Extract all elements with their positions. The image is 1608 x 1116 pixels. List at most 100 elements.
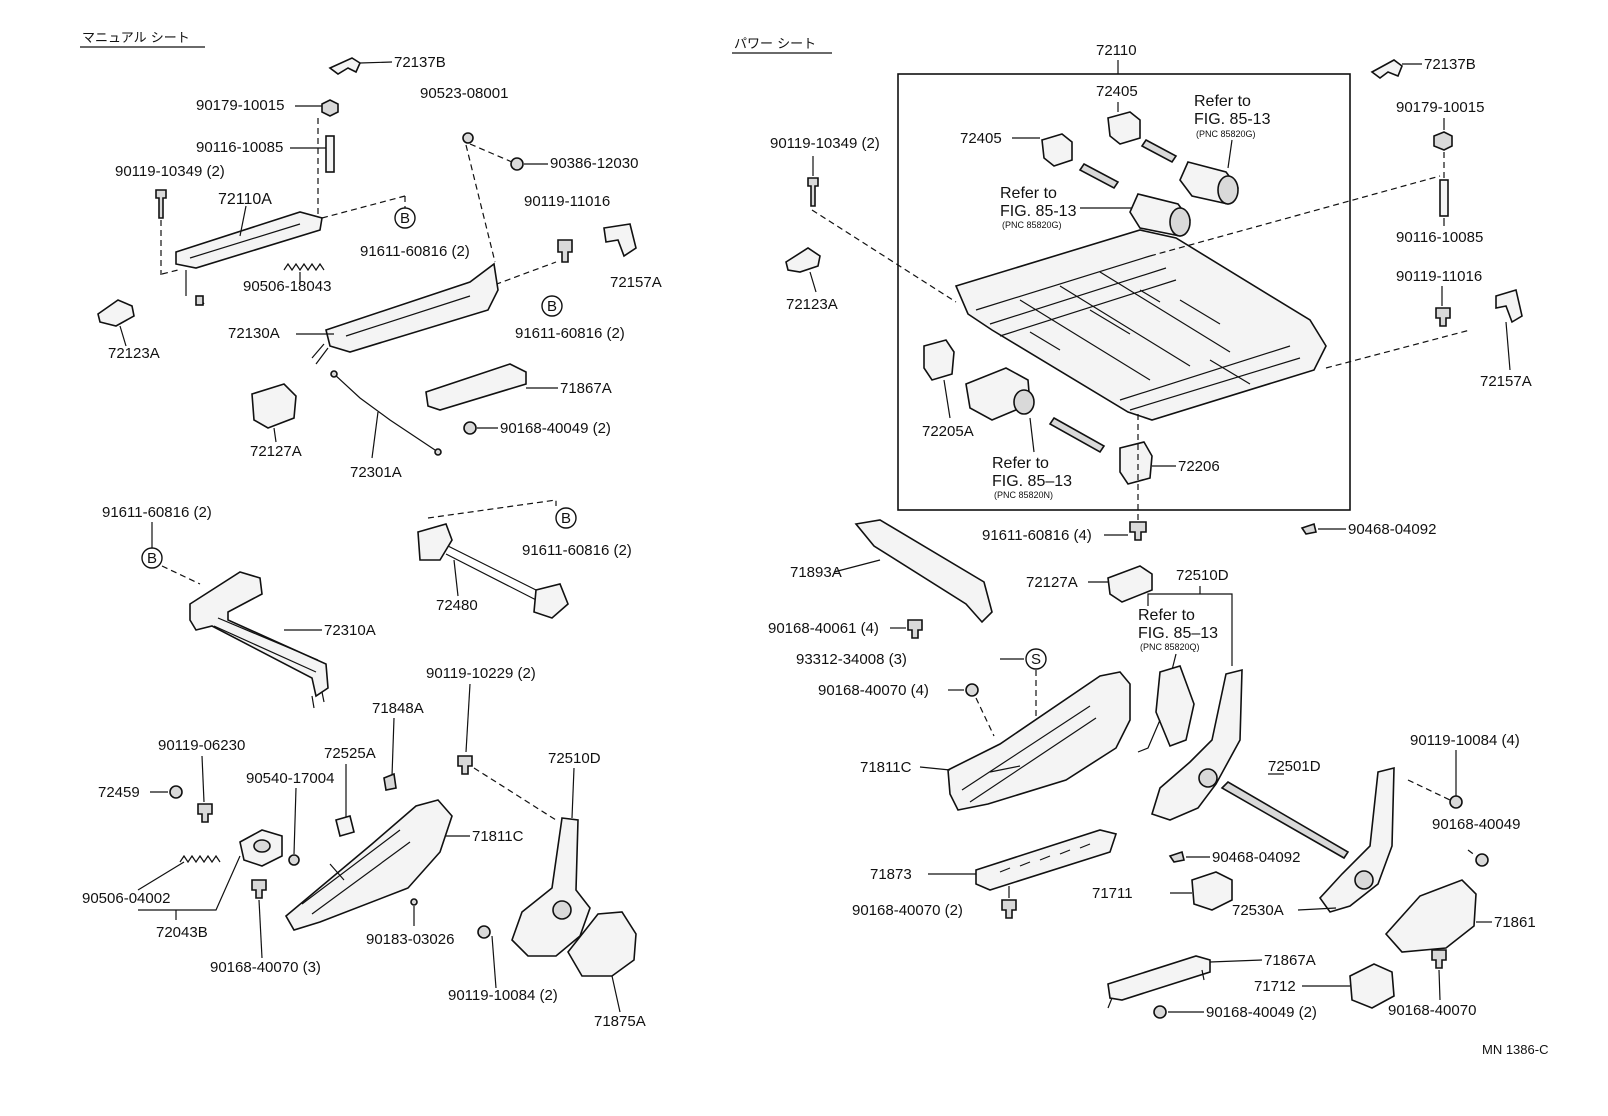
label-90506-04002: 90506-04002 bbox=[82, 890, 170, 907]
screw-90168-40070-c bbox=[1431, 949, 1447, 969]
cable-72301a bbox=[333, 373, 439, 453]
label-90386-12030: 90386-12030 bbox=[550, 155, 638, 172]
leader-90119-10084-manual bbox=[491, 935, 497, 989]
label-71811c-power: 71811C bbox=[860, 759, 912, 776]
ref-low-line1: Refer to bbox=[992, 455, 1049, 472]
label-90468-04092-a: 90468-04092 bbox=[1348, 521, 1436, 538]
label-72127a-power: 72127A bbox=[1026, 574, 1078, 591]
cover-71867a-power-legs bbox=[1107, 969, 1205, 1009]
label-71893a: 71893A bbox=[790, 564, 842, 581]
manual-seat-header: マニュアル シート bbox=[82, 31, 190, 46]
adjuster-72110a-stop bbox=[195, 295, 204, 306]
nut-90386-12030 bbox=[510, 157, 524, 171]
ref-low-pnc: (PNC 85820N) bbox=[994, 490, 1053, 500]
label-72510d-power: 72510D bbox=[1176, 567, 1229, 584]
block-72205a bbox=[923, 339, 955, 381]
marker-b-2-text: B bbox=[547, 298, 557, 315]
seat-track-72130a bbox=[325, 262, 499, 353]
dashed-guide-72110a-right bbox=[321, 195, 406, 219]
bolt-90119-11016-power bbox=[1435, 307, 1451, 327]
leader-90119-06230 bbox=[201, 755, 205, 803]
leader-71893a bbox=[833, 559, 881, 573]
spring-90506-18043 bbox=[283, 262, 325, 272]
leader-72510d-power bbox=[1147, 586, 1233, 666]
clip-71848a bbox=[383, 772, 397, 791]
bracket-72157a-power bbox=[1495, 288, 1523, 324]
leader-ref-low bbox=[1029, 417, 1035, 453]
leader-ref-arm bbox=[1171, 653, 1177, 671]
leader-71867a-power bbox=[1209, 959, 1263, 963]
clip-90468-04092-a bbox=[1300, 522, 1317, 535]
bolt-90119-10229 bbox=[457, 755, 473, 775]
bolt-90119-06230 bbox=[197, 803, 213, 823]
label-90119-11016-manual: 90119-11016 bbox=[524, 193, 610, 210]
ref-low-line2: FIG. 85–13 bbox=[992, 473, 1072, 490]
dashed-guide-90168-40070-a bbox=[975, 697, 995, 737]
cover-71893a bbox=[854, 519, 993, 624]
leader-72301a bbox=[371, 411, 379, 459]
screw-90168-40049-b bbox=[1153, 1005, 1167, 1019]
label-72123a-manual: 72123A bbox=[108, 345, 160, 362]
label-71867a-manual: 71867A bbox=[560, 380, 612, 397]
leader-90119-10229 bbox=[465, 683, 471, 753]
motor-top-end bbox=[1217, 175, 1239, 205]
label-72501d: 72501D bbox=[1268, 758, 1321, 775]
dashed-guide-b3 bbox=[161, 565, 201, 585]
cover-71811c-manual bbox=[284, 799, 453, 931]
trim-71873-slots bbox=[999, 843, 1091, 873]
label-90179-10015-power: 90179-10015 bbox=[1396, 99, 1484, 116]
label-91611-60816-d: 91611-60816 (2) bbox=[522, 542, 632, 559]
knob-71712 bbox=[1349, 963, 1395, 1009]
leader-72205a bbox=[943, 379, 951, 419]
dashed-guide-90523 bbox=[469, 143, 513, 163]
clip-72137b-power bbox=[1370, 59, 1403, 79]
marker-b-4 bbox=[555, 507, 577, 529]
cover-71811c-power bbox=[947, 671, 1131, 811]
nut-90179-10015-power bbox=[1433, 131, 1453, 151]
dashed-guide-72480 bbox=[427, 499, 557, 519]
marker-s bbox=[1025, 648, 1047, 670]
screw-90168-40049-manual bbox=[463, 421, 477, 435]
part-72459 bbox=[169, 785, 183, 799]
label-90168-40061: 90168-40061 (4) bbox=[768, 620, 879, 637]
label-72405-b: 72405 bbox=[960, 130, 1002, 147]
marker-s-text: S bbox=[1031, 651, 1041, 668]
marker-b-1 bbox=[394, 207, 416, 229]
label-90168-40049-b: 90168-40049 (2) bbox=[1206, 1004, 1317, 1021]
label-90168-40070-manual: 90168-40070 (3) bbox=[210, 959, 321, 976]
leader-72137b bbox=[359, 61, 393, 64]
nut-90179-10015 bbox=[321, 99, 339, 117]
label-91611-60816-power: 91611-60816 (4) bbox=[982, 527, 1092, 544]
label-90119-10084-manual: 90119-10084 (2) bbox=[448, 987, 558, 1004]
screw-90168-40049-a bbox=[1475, 853, 1489, 867]
label-72157a-power: 72157A bbox=[1480, 373, 1532, 390]
frame-72310a bbox=[189, 571, 329, 698]
clip-90468-04092-b bbox=[1168, 850, 1185, 863]
label-71811c-manual: 71811C bbox=[472, 828, 524, 845]
label-90116-10085: 90116-10085 bbox=[196, 139, 283, 156]
marker-b-3-text: B bbox=[147, 550, 157, 567]
bracket-72157a-manual bbox=[603, 223, 637, 258]
shaft-top-a bbox=[1140, 138, 1178, 164]
bolt-90119-10349-manual bbox=[155, 189, 167, 219]
clip-72137b bbox=[328, 57, 362, 75]
label-71711: 71711 bbox=[1092, 885, 1133, 902]
cable-72301a-end-b bbox=[434, 448, 442, 456]
seat-frame-rails bbox=[975, 255, 1301, 411]
label-72123a-power: 72123A bbox=[786, 296, 838, 313]
leader-71811c-power bbox=[919, 766, 951, 771]
label-72530a: 72530A bbox=[1232, 902, 1284, 919]
leader-71875a bbox=[611, 975, 621, 1013]
ref-top-line2: FIG. 85-13 bbox=[1194, 111, 1271, 128]
link-72480-rod bbox=[445, 545, 549, 605]
bolt-90119-10349-power bbox=[807, 177, 819, 207]
recline-motor bbox=[1155, 665, 1195, 748]
label-90116-10085-power: 90116-10085 bbox=[1396, 229, 1483, 246]
ref-arm-line2: FIG. 85–13 bbox=[1138, 625, 1218, 642]
label-72405-a: 72405 bbox=[1096, 83, 1138, 100]
stud-90116-10085 bbox=[325, 135, 335, 173]
label-90168-40070-a: 90168-40070 (4) bbox=[818, 682, 929, 699]
leader-ref-top bbox=[1227, 139, 1233, 169]
recliner-72510d-pivot bbox=[552, 900, 572, 920]
clip-90523-08001 bbox=[462, 132, 474, 144]
